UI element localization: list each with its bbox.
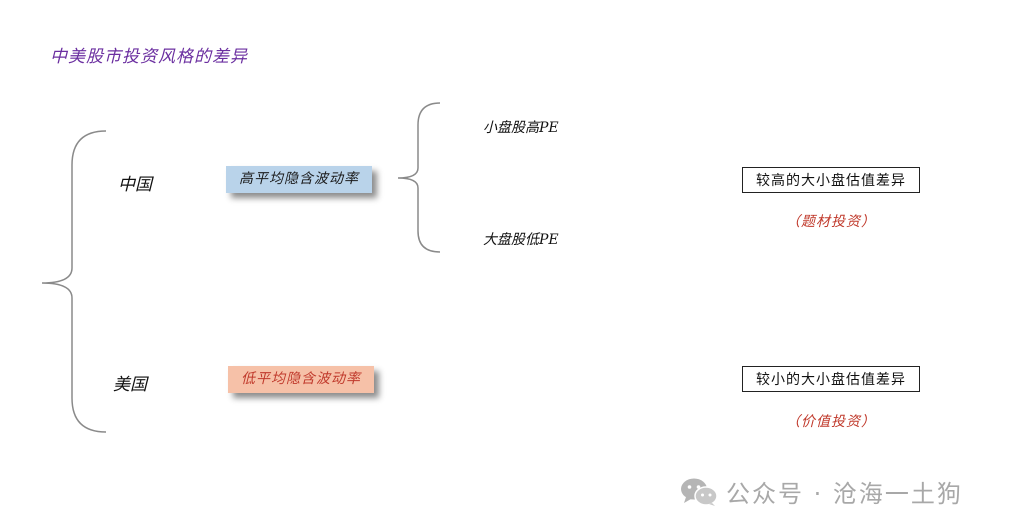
wechat-icon [681, 478, 718, 506]
country-usa: 美国 [113, 375, 147, 395]
value-investing-note: （价值投资） [786, 414, 876, 430]
main-brace [41, 130, 107, 433]
watermark: 公众号 · 沧海一土狗 [680, 474, 963, 509]
high-volatility-box: 高平均隐含波动率 [226, 166, 372, 193]
small-cap-high-pe: 小盘股高PE [483, 120, 559, 136]
lower-valuation-diff-box: 较小的大小盘估值差异 [742, 366, 920, 392]
theme-investing-note: （题材投资） [786, 214, 876, 230]
country-china: 中国 [118, 175, 152, 195]
page-title: 中美股市投资风格的差异 [50, 47, 248, 67]
low-volatility-box: 低平均隐含波动率 [228, 366, 374, 393]
watermark-text: 公众号 · 沧海一土狗 [726, 480, 963, 508]
higher-valuation-diff-box: 较高的大小盘估值差异 [742, 167, 920, 193]
pe-brace [397, 102, 441, 253]
large-cap-low-pe: 大盘股低PE [483, 232, 559, 248]
